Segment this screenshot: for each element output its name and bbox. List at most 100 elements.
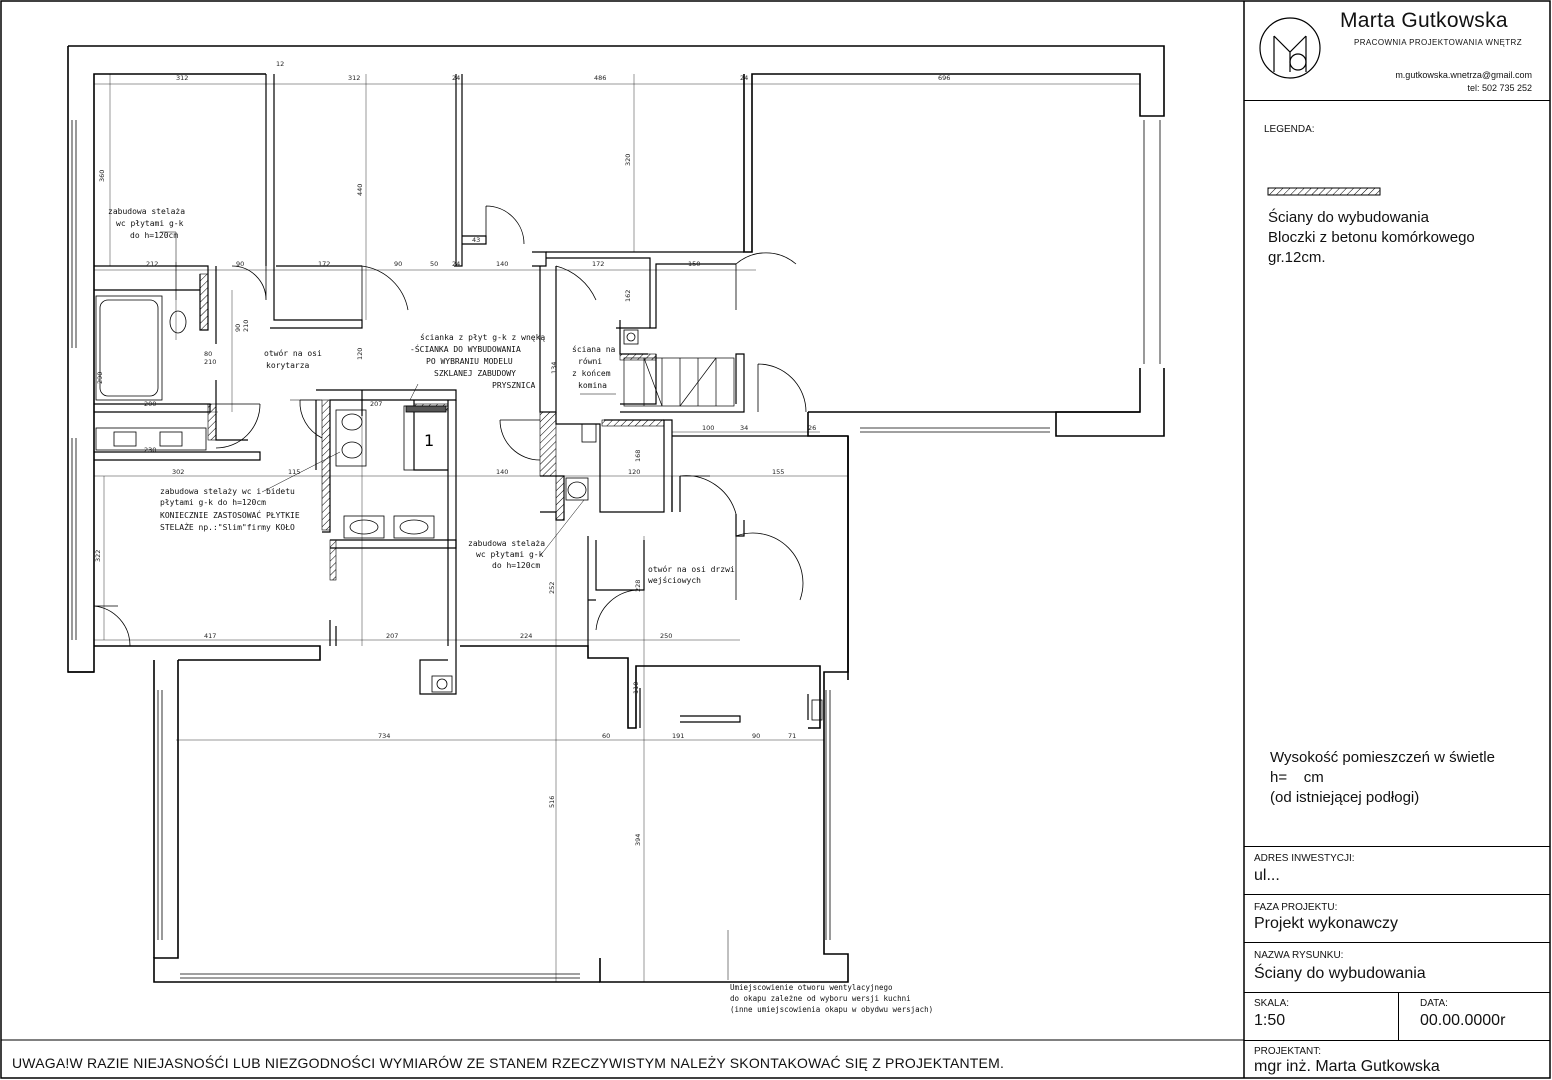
phase-label: FAZA PROJEKTU: [1254,902,1338,913]
room-height-line: h= cm [1270,769,1324,786]
room-height-note: Wysokość pomieszczeń w świetle h= cm (od… [1270,748,1495,808]
note-text: do h=120cm [130,231,178,240]
designer-phone: tel: 502 735 252 [1467,83,1532,93]
note-text: STELAŻE np.:"Slim"firmy KOŁO [160,522,295,532]
note-text: KONIECZNIE ZASTOSOWAĆ PŁYTKIE [160,509,300,520]
note-text: z końcem [572,369,611,378]
dim-label: 290 [96,372,104,384]
drawing-label: NAZWA RYSUNKU: [1254,950,1344,961]
door-size-label: 90 [234,324,242,332]
scale-label: SKALA: [1254,998,1290,1009]
dim-label: 162 [624,290,632,302]
dim-label: 34 [740,424,748,432]
dim-label: 140 [496,468,508,476]
designer-header: Marta Gutkowska PRACOWNIA PROJEKTOWANIA … [1244,0,1550,101]
note-text: zabudowa stelaża [108,207,185,216]
divider [1244,894,1550,895]
room-height-line: Wysokość pomieszczeń w świetle [1270,749,1495,766]
dim-label: 43 [472,236,480,244]
legend-hatch-swatch [1267,187,1381,196]
dim-label: 90 [236,260,244,268]
dim-label: 155 [772,468,784,476]
dim-label: 110 [632,682,640,694]
scale-value: 1:50 [1254,1012,1286,1029]
note-text: (inne umiejscowienia okapu w obydwu wers… [730,1005,933,1014]
dim-label: 150 [688,260,700,268]
legend-line: gr.12cm. [1268,249,1326,266]
drawing-value: Ściany do wybudowania [1254,965,1426,982]
note-text: ścianka z płyt g-k z wnęką [420,332,545,342]
room-number: 1 [424,431,434,450]
date-label: DATA: [1420,998,1448,1009]
legend-line: Bloczki z betonu komórkowego [1268,229,1475,246]
designer-logo [1259,17,1321,79]
dim-label: 50 [430,260,438,268]
staircase [623,357,735,407]
dim-label: 322 [94,550,102,562]
studio-name: PRACOWNIA PROJEKTOWANIA WNĘTRZ [1354,38,1523,47]
dim-label: 212 [146,260,158,268]
divider [1244,942,1550,943]
designer-name: Marta Gutkowska [1340,9,1508,32]
divider [1398,992,1399,1040]
windows [71,120,1161,979]
dim-label: 200 [144,400,156,408]
dim-label: 12 [276,60,284,68]
dim-label: 168 [634,450,642,462]
note-text: PRYSZNICA [492,381,536,390]
dim-label: 100 [702,424,714,432]
dim-label: 71 [788,732,796,740]
dimension-labels: 312 312 486 696 24 24 12 360 440 320 212… [94,60,950,846]
note-text: SZKLANEJ ZABUDOWY [434,369,516,378]
dim-label: 228 [634,580,642,592]
dim-label: 172 [592,260,604,268]
room-height-line: (od istniejącej podłogi) [1270,789,1420,806]
dim-label: 134 [550,362,558,374]
dim-label: 394 [634,834,642,846]
legend-description: Ściany do wybudowania Bloczki z betonu k… [1268,208,1475,268]
note-text: otwór na osi drzwi [648,564,735,574]
dim-label: 115 [288,468,300,476]
door-size-label: 80 [204,350,212,358]
dim-label: 302 [172,468,184,476]
dimension-lines [94,74,1140,982]
designer-label: PROJEKTANT: [1254,1046,1322,1057]
leader-lines [160,231,729,980]
note-text: równi [578,356,602,366]
note-text: komina [578,381,607,390]
dim-label: 252 [548,582,556,594]
divider [1244,1040,1550,1041]
address-label: ADRES INWESTYCJI: [1254,853,1355,864]
dim-label: 24 [740,74,748,82]
dim-label: 734 [378,732,390,740]
dim-label: 230 [144,446,156,454]
legend-line: Ściany do wybudowania [1268,209,1429,226]
date-value: 00.00.0000r [1420,1012,1506,1029]
interior-walls [94,74,848,728]
dim-label: 207 [386,632,398,640]
dim-label: 120 [628,468,640,476]
plan-annotations: zabudowa stelaża wc płytami g-k do h=120… [108,207,933,1014]
title-block-panel: Marta Gutkowska PRACOWNIA PROJEKTOWANIA … [1244,0,1550,1078]
note-text: wc płytami g-k [116,219,184,228]
dim-label: 24 [452,260,460,268]
exterior-walls [67,45,1165,983]
note-text: Umiejscowienie otworu wentylacyjnego [730,983,893,992]
note-text: do okapu zależne od wyboru wersji kuchni [730,994,911,1003]
dim-label: 312 [348,74,360,82]
dim-label: 120 [356,348,364,360]
dim-label: 60 [602,732,610,740]
divider [1244,992,1550,993]
note-text: otwór na osi [264,348,322,358]
dim-label: 172 [318,260,330,268]
dim-label: 312 [176,74,188,82]
dim-label: 90 [752,732,760,740]
new-walls-hatched [199,273,665,581]
note-text: -ŚCIANKA DO WYBUDOWANIA [410,343,521,354]
sanitary-fixtures [95,295,823,721]
dim-label: 191 [672,732,684,740]
designer-email: m.gutkowska.wnetrza@gmail.com [1395,70,1532,80]
dim-label: 696 [938,74,950,82]
dim-label: 90 [394,260,402,268]
warning-note: UWAGA!W RAZIE NIEJASNOŚĆI LUB NIEZGODNOŚ… [12,1055,1005,1071]
